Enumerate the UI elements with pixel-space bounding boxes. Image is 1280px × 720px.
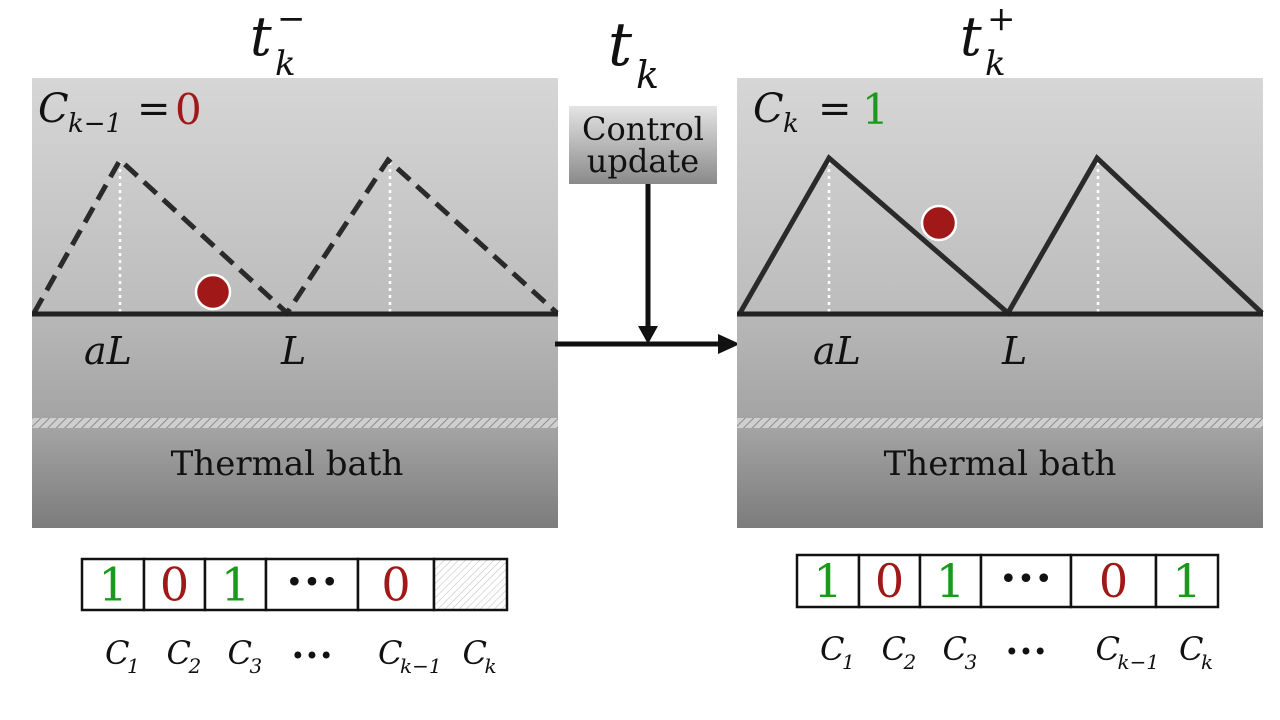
right-panel: t + k C k = 1 aL L Thermal bath: [737, 0, 1264, 528]
mem-left-cell-5: [356, 557, 436, 612]
right-control-value: 1: [862, 85, 889, 134]
left-panel: t − k C k−1 = 0 aL L Thermal bath: [31, 0, 559, 528]
mem-right-label-3: C: [943, 630, 967, 668]
right-label-aL: aL: [813, 329, 861, 373]
left-control-var: C: [38, 86, 69, 132]
control-update-line1: Control: [582, 110, 704, 148]
mem-right-cell-2-value: 0: [875, 554, 904, 608]
mem-right-label-2: C: [882, 630, 906, 668]
mem-right-label-3-sub: 3: [965, 650, 978, 674]
mem-left-label-1: C: [105, 634, 129, 672]
mem-right-cell-1-value: 1: [813, 554, 842, 608]
right-control-sub: k: [783, 109, 799, 139]
mem-left-label-5: C: [378, 634, 402, 672]
mem-right-cell-5-value: 0: [1099, 554, 1128, 608]
right-panel-middle: [737, 314, 1263, 418]
right-time-sub: k: [985, 44, 1006, 84]
mem-left-label-2: C: [167, 634, 191, 672]
mem-left-label-3: C: [228, 634, 252, 672]
mem-left-cell-6: [432, 557, 509, 612]
control-update-line2: update: [587, 142, 699, 180]
right-particle: [920, 204, 958, 242]
control-update-box: [569, 106, 717, 184]
mem-left-cell-3: [203, 557, 268, 612]
mem-left-label-4: •••: [291, 642, 333, 670]
left-label-aL: aL: [84, 329, 132, 373]
mem-right-label-2-sub: 2: [903, 650, 917, 674]
left-time-label: t: [250, 5, 272, 68]
mem-left-label-6: C: [463, 634, 487, 672]
right-bath: [737, 428, 1263, 528]
mem-right-label-5: C: [1096, 630, 1120, 668]
mem-left-cell-1-value: 1: [98, 558, 127, 612]
mem-right-cell-4-value: •••: [999, 562, 1052, 597]
left-control-sub: k−1: [68, 109, 122, 139]
mem-left-label-3-sub: 3: [250, 654, 263, 678]
left-time-sub: k: [275, 44, 296, 84]
left-bath: [32, 428, 558, 528]
mem-left-cell-5-value: 0: [381, 558, 410, 612]
mem-right-label-6: C: [1179, 630, 1203, 668]
mem-right-label-6-sub: k: [1201, 650, 1213, 674]
mem-right-cell-5: [1069, 553, 1158, 609]
right-bath-label: Thermal bath: [884, 444, 1117, 484]
mem-right-cell-6-value: 1: [1172, 554, 1201, 608]
mem-right-label-1: C: [820, 630, 844, 668]
mem-left-label-5-sub: k−1: [400, 654, 442, 678]
right-bath-boundary: [737, 418, 1263, 428]
center-time-label: t: [608, 10, 633, 80]
mem-left-cell-2-value: 0: [160, 558, 189, 612]
left-bath-label: Thermal bath: [171, 444, 404, 484]
right-control-var: C: [753, 86, 784, 132]
mem-left-label-6-sub: k: [485, 654, 497, 678]
center-update: t k Control update: [555, 10, 740, 354]
mem-right-cell-4: [979, 553, 1073, 609]
center-time-sub: k: [636, 53, 659, 97]
left-time-sup: −: [277, 0, 306, 39]
right-time-label: t: [960, 5, 982, 68]
right-time-sup: +: [987, 0, 1016, 39]
left-control-value: 0: [175, 85, 202, 134]
mem-right-cell-3: [918, 553, 983, 609]
mem-right-cell-6: [1154, 553, 1220, 609]
left-label-L: L: [280, 329, 306, 373]
left-particle: [194, 273, 232, 311]
mem-left-cell-3-value: 1: [221, 558, 250, 612]
update-arrow-head: [638, 326, 658, 344]
right-label-L: L: [1001, 329, 1027, 373]
mem-right-label-1-sub: 1: [842, 650, 855, 674]
mem-left-label-1-sub: 1: [127, 654, 140, 678]
mem-left-label-2-sub: 2: [188, 654, 202, 678]
transition-arrow-head: [718, 334, 740, 354]
right-panel-upper: [737, 78, 1263, 314]
left-panel-middle: [32, 314, 558, 418]
right-control-eq: =: [818, 86, 852, 132]
mem-right-cell-3-value: 1: [936, 554, 965, 608]
left-bath-boundary: [32, 418, 558, 428]
mem-right-label-4: •••: [1005, 638, 1047, 666]
mem-left-cell-4-value: •••: [285, 566, 338, 601]
mem-left-cell-4: [264, 557, 360, 612]
left-control-eq: =: [137, 86, 171, 132]
mem-right-label-5-sub: k−1: [1118, 650, 1160, 674]
